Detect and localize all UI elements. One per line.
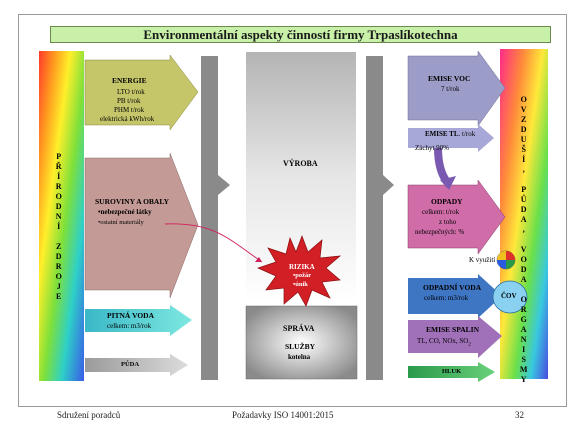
emise-spalin-pollutants: TL, CO, NOx, SO <box>417 337 469 345</box>
environment-label: OVZDUŠÍ, PŮDA, VODA ORGANISMY <box>519 95 529 385</box>
right-connector <box>366 56 394 380</box>
odpady-heading: ODPADY <box>431 197 463 206</box>
odpady-nebezpecnych: nebezpečných: % <box>415 228 465 236</box>
natural-resources-band <box>39 51 84 381</box>
pitna-voda-arrow <box>85 305 192 336</box>
suroviny-ostatni: •ostatní materiály <box>98 219 144 226</box>
energie-heading: ENERGIE <box>112 76 147 85</box>
tl-to-odpady-curve <box>434 147 451 185</box>
sluzby-kotelna: kotelna <box>288 353 311 361</box>
emise-tl-arrow <box>408 124 494 152</box>
puda-arrow <box>85 354 188 376</box>
odpady-arrow <box>407 179 506 255</box>
k-vyuziti-label: K využití <box>469 256 496 264</box>
footer-organization: Sdružení poradců <box>57 410 121 420</box>
hluk-arrow <box>408 362 495 382</box>
hazard-link <box>164 223 263 263</box>
emise-tl-row: EMISE TL. t/rok <box>425 130 475 138</box>
tl-to-odpady-arrowhead <box>440 176 456 190</box>
title-banner: Environmentální aspekty činností firmy T… <box>50 26 551 43</box>
emise-voc-amount: 7 t/rok <box>441 85 460 93</box>
suroviny-nebezpecne: •nebezpečné látky <box>98 208 152 216</box>
left-connector <box>201 56 230 380</box>
hazard-link-arrowhead <box>255 257 262 262</box>
recycle-icon <box>496 250 516 270</box>
rizika-pozar: •požár <box>293 272 312 279</box>
vyroba-label: VÝROBA <box>283 159 318 168</box>
puda-label: PŮDA <box>121 361 140 368</box>
environment-band <box>500 49 548 379</box>
natural-resources-label: PŘÍRODNÍ ZDROJE <box>54 152 64 302</box>
emise-tl-heading: EMISE TL <box>425 130 459 138</box>
emise-spalin-arrow <box>408 316 502 358</box>
odpady-celkem: celkem: t/rok <box>422 208 460 216</box>
energie-phm: PHM t/rok <box>114 106 145 114</box>
emise-voc-arrow <box>407 50 506 127</box>
emise-spalin-list: TL, CO, NOx, SO2 <box>417 337 471 348</box>
odpadni-voda-amount: celkem: m3/rok <box>424 294 469 302</box>
cov-label: ČOV <box>501 292 517 300</box>
pitna-voda-heading: PITNÁ VODA <box>107 311 155 320</box>
page-number: 32 <box>515 410 524 420</box>
energie-pb: PB t/rok <box>117 97 141 105</box>
emise-tl-zachyt: Záchyt 90% <box>415 144 450 152</box>
cov-circle <box>492 280 528 314</box>
odpadni-voda-heading: ODPADNÍ VODA <box>423 283 482 292</box>
suroviny-heading: SUROVINY A OBALY <box>95 197 170 206</box>
rizika-unik: •únik <box>293 281 308 288</box>
footer-standard: Požadavky ISO 14001:2015 <box>232 410 334 420</box>
sprava-label: SPRÁVA <box>283 324 315 333</box>
suroviny-arrow <box>84 152 199 299</box>
energie-lto: LTO t/rok <box>117 88 145 96</box>
energie-arrow <box>84 54 199 131</box>
rizika-heading: RIZIKA <box>289 263 315 271</box>
odpady-ztoho: z toho <box>439 218 457 226</box>
rizika-starburst <box>257 235 342 307</box>
slide-title: Environmentální aspekty činností firmy T… <box>143 27 458 42</box>
sprava-block <box>245 305 358 380</box>
pitna-voda-amount: celkem: m3/rok <box>107 322 152 330</box>
odpadni-voda-arrow <box>408 274 502 318</box>
emise-spalin-heading: EMISE SPALIN <box>426 325 479 334</box>
sluzby-label: SLUŽBY <box>285 342 316 351</box>
energie-elektricka: elektrická kWh/rok <box>100 115 155 123</box>
emise-spalin-subscript: 2 <box>468 342 471 348</box>
hluk-label: HLUK <box>442 368 462 375</box>
emise-tl-unit: . t/rok <box>458 130 476 138</box>
slide-frame <box>18 14 567 407</box>
emise-voc-heading: EMISE VOC <box>428 74 471 83</box>
